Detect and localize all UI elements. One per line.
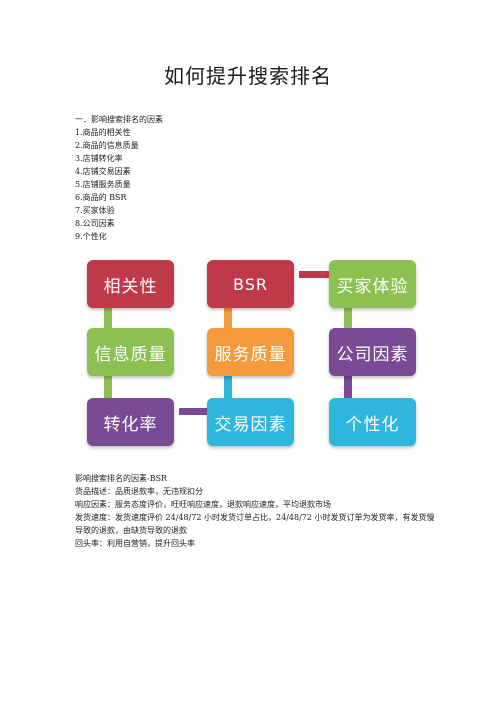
connector-bsr-buyer [299, 271, 329, 278]
connector-company-personalization [344, 376, 352, 398]
list-item: 3.店铺转化率 [75, 154, 123, 163]
box-bsr: BSR [207, 260, 294, 308]
list-item: 7.买家体验 [75, 206, 115, 215]
connector-relevance-info [104, 308, 112, 328]
factor-list-heading: 一．影响搜索排名的因素 [75, 115, 163, 124]
list-item: 2.商品的信息质量 [75, 141, 139, 150]
desc-line: 货品描述：品质退款率，无违规扣分 [75, 487, 203, 496]
connector-info-conversion [104, 376, 112, 398]
bsr-description: 影响搜索排名的因素-BSR 货品描述：品质退款率，无违规扣分 响应因素：服务态度… [75, 472, 435, 550]
desc-heading: 影响搜索排名的因素-BSR [75, 474, 168, 483]
list-item: 6.商品的 BSR [75, 193, 127, 202]
box-service-quality: 服务质量 [207, 328, 294, 376]
connector-transaction-service [224, 376, 232, 398]
box-relevance: 相关性 [87, 260, 174, 308]
list-item: 4.店铺交易因素 [75, 167, 131, 176]
connector-service-bsr [224, 308, 232, 328]
factor-diagram: 相关性 BSR 买家体验 信息质量 服务质量 公司因素 转化率 交易因素 个性化 [84, 260, 424, 460]
desc-line: 响应因素：服务态度评价，旺旺响应速度，退款响应速度，平均退款市场 [75, 500, 331, 509]
box-transaction: 交易因素 [207, 398, 294, 446]
page-title: 如何提升搜索排名 [164, 64, 332, 88]
desc-line: 回头率：利用自营销，提升回头率 [75, 539, 195, 548]
box-info-quality: 信息质量 [87, 328, 174, 376]
list-item: 9.个性化 [75, 232, 107, 241]
list-item: 5.店铺服务质量 [75, 180, 131, 189]
box-personalization: 个性化 [329, 398, 416, 446]
box-conversion: 转化率 [87, 398, 174, 446]
box-buyer-experience: 买家体验 [329, 260, 416, 308]
factor-list: 一．影响搜索排名的因素 1.商品的相关性 2.商品的信息质量 3.店铺转化率 4… [75, 113, 163, 243]
desc-line: 发货速度：发货速度评价 24/48/72 小时发货订单占比，24/48/72 小… [75, 513, 435, 535]
connector-conversion-transaction [179, 408, 209, 415]
box-company-factor: 公司因素 [329, 328, 416, 376]
list-item: 8.公司因素 [75, 219, 115, 228]
connector-buyer-company [344, 308, 352, 328]
list-item: 1.商品的相关性 [75, 128, 131, 137]
